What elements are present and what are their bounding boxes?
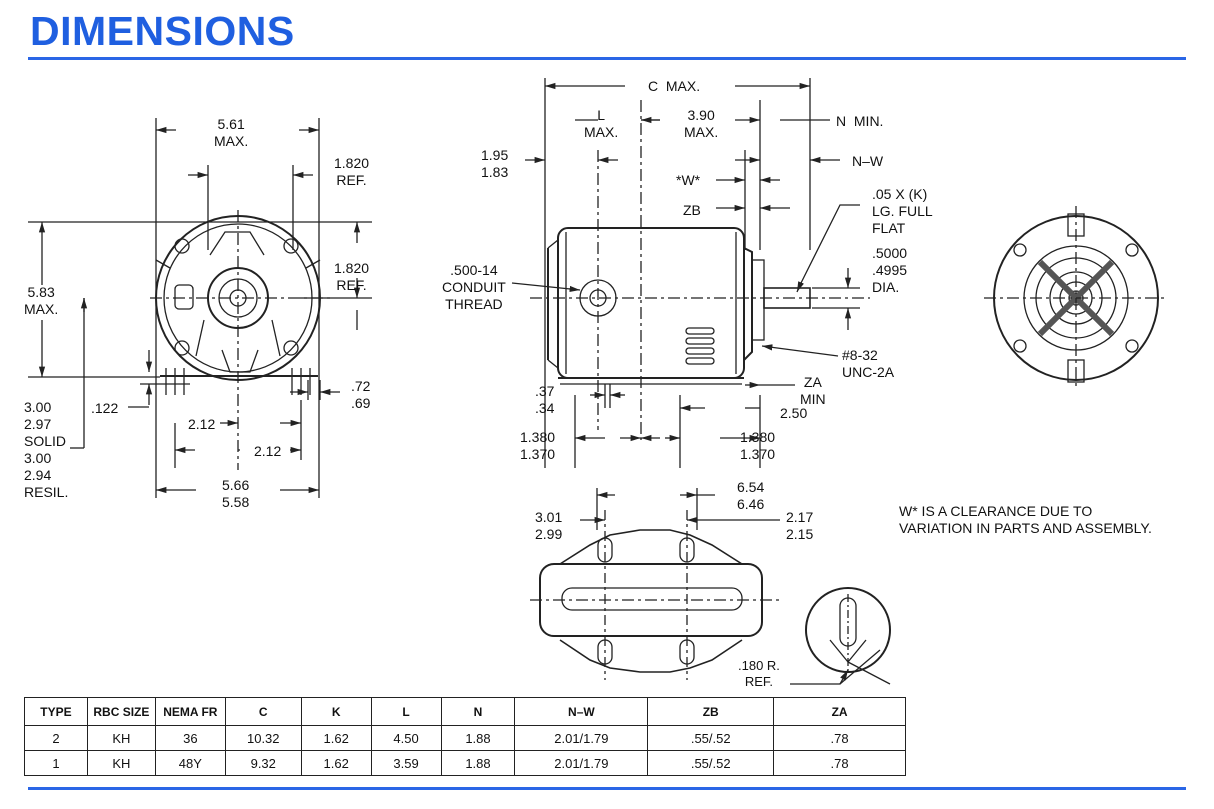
bottom-rule	[28, 787, 1186, 790]
col-type: TYPE	[24, 697, 88, 726]
conduit-thread-label: .500-14 CONDUIT THREAD	[442, 262, 506, 312]
dim-n-min: N MIN.	[836, 113, 884, 129]
table-row: 1 KH 48Y 9.32 1.62 3.59 1.88 2.01/1.79 .…	[24, 750, 906, 776]
col-n: N	[440, 697, 516, 726]
col-rbc-size: RBC SIZE	[86, 697, 156, 726]
page-title: DIMENSIONS	[30, 8, 295, 54]
table-cell: 9.32	[224, 750, 302, 776]
dim-2-50: 2.50	[780, 405, 808, 421]
dim-shaft-dia: .5000 .4995 DIA.	[872, 245, 908, 295]
side-view	[511, 78, 870, 468]
dim-2-12-a: 2.12	[188, 416, 216, 432]
col-l: L	[370, 697, 442, 726]
table-cell: 2.01/1.79	[514, 750, 649, 776]
dim-3-00-solid: 3.00 2.97 SOLID 3.00 2.94 RESIL.	[24, 399, 69, 500]
dim-5-61: 5.61 MAX.	[214, 116, 249, 149]
dim-l-max: L MAX.	[584, 107, 619, 140]
dim-zb: ZB	[683, 202, 701, 218]
dim-w-clearance: *W*	[676, 172, 701, 188]
dim-8-32: #8-32 UNC-2A	[842, 347, 895, 380]
base-view	[530, 488, 891, 685]
dim-1-820-mid: 1.820 REF.	[334, 260, 370, 293]
table-cell: 1.62	[300, 725, 372, 751]
dim-3-01: 3.01 2.99	[535, 509, 563, 542]
dim-5-83: 5.83 MAX.	[24, 284, 59, 317]
table-cell: .55/.52	[647, 725, 775, 751]
table-cell: 4.50	[370, 725, 442, 751]
table-cell: 1	[24, 750, 88, 776]
end-view	[984, 206, 1168, 390]
dim-6-54: 6.54 6.46	[737, 479, 765, 512]
table-header-row: TYPE RBC SIZE NEMA FR C K L N N–W ZB ZA	[24, 697, 906, 726]
dim-1-380-right: 1.380 1.370	[740, 429, 776, 462]
table-cell: 1.62	[300, 750, 372, 776]
table-cell: .55/.52	[647, 750, 775, 776]
col-za: ZA	[773, 697, 906, 726]
col-c: C	[224, 697, 302, 726]
table-cell: KH	[86, 750, 156, 776]
table-cell: .78	[773, 725, 906, 751]
table-cell: 2	[24, 725, 88, 751]
dim-n-w: N–W	[852, 153, 884, 169]
dim-0-122: .122	[91, 400, 119, 416]
col-nema-fr: NEMA FR	[154, 697, 226, 726]
table-cell: 10.32	[224, 725, 302, 751]
table-cell: 36	[154, 725, 226, 751]
dim-2-12-b: 2.12	[254, 443, 282, 459]
col-n-w: N–W	[514, 697, 649, 726]
table-cell: KH	[86, 725, 156, 751]
dim-5-66: 5.66 5.58	[222, 477, 250, 510]
dimensions-table: TYPE RBC SIZE NEMA FR C K L N N–W ZB ZA …	[24, 697, 906, 776]
table-cell: 3.59	[370, 750, 442, 776]
dim-1-95: 1.95 1.83	[481, 147, 509, 180]
clearance-note: W* IS A CLEARANCE DUE TO VARIATION IN PA…	[899, 503, 1152, 536]
dim-0-37: .37 .34	[535, 383, 555, 416]
col-k: K	[300, 697, 372, 726]
dim-1-380-left: 1.380 1.370	[520, 429, 556, 462]
table-cell: 1.88	[440, 725, 516, 751]
dim-2-17: 2.17 2.15	[786, 509, 814, 542]
dim-c-max: C MAX.	[648, 78, 701, 94]
table-row: 2 KH 36 10.32 1.62 4.50 1.88 2.01/1.79 .…	[24, 725, 906, 751]
dim-3-90-max: 3.90 MAX.	[684, 107, 719, 140]
dim-0-180-r: .180 R. REF.	[738, 658, 780, 689]
table-cell: 1.88	[440, 750, 516, 776]
col-zb: ZB	[647, 697, 775, 726]
table-cell: 2.01/1.79	[514, 725, 649, 751]
dim-za-min: ZA MIN	[800, 374, 826, 407]
dim-0-72: .72 .69	[351, 378, 371, 411]
table-cell: 48Y	[154, 750, 226, 776]
front-view	[28, 118, 372, 498]
dim-flat-k: .05 X (K) LG. FULL FLAT	[872, 186, 933, 236]
top-rule	[28, 57, 1186, 60]
table-cell: .78	[773, 750, 906, 776]
dim-1-820-top: 1.820 REF.	[334, 155, 370, 188]
